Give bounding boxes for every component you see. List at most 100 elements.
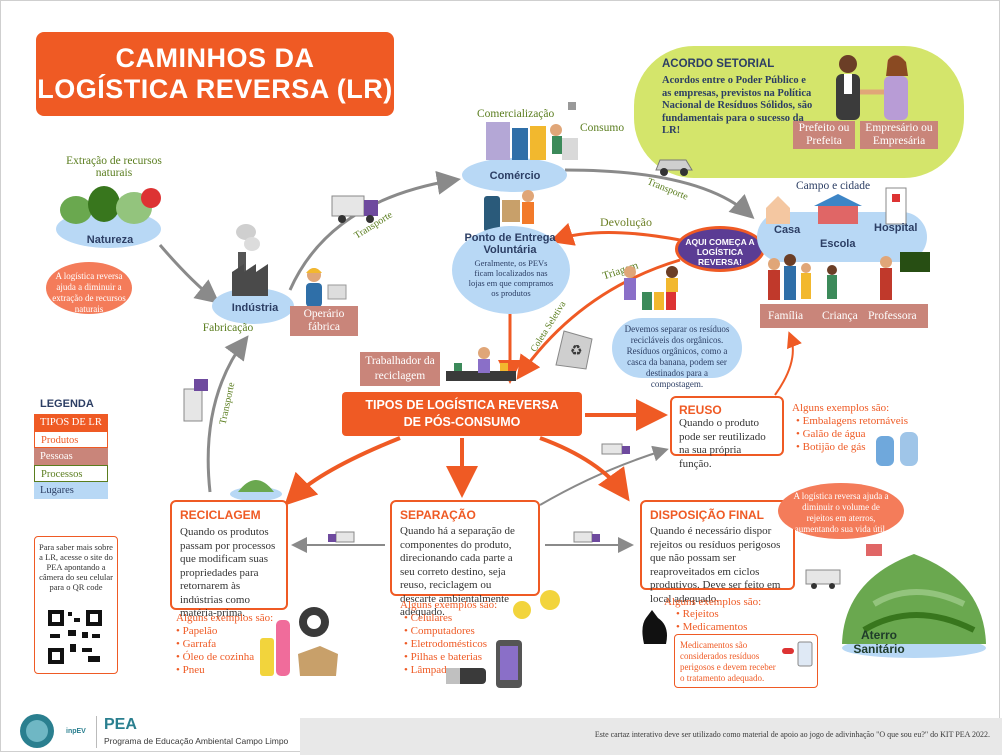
arrow-comercio-casa — [564, 168, 755, 220]
legend-produtos: Produtos — [34, 431, 108, 448]
natureza-bubble: A logística reversa ajuda a diminuir a e… — [46, 262, 132, 314]
crianca-label: Criança — [822, 310, 858, 322]
aterro-label: Aterro Sanitário — [853, 628, 905, 656]
family-tags — [760, 304, 928, 328]
separacao-examples-title: Alguns exemplos são: — [400, 599, 498, 611]
truck-icon-1 — [331, 195, 378, 223]
trash-bag-icon — [642, 610, 667, 644]
reuso-example-1: Embalagens retornáveis — [796, 415, 908, 428]
reuso-example-3: Botijão de gás — [796, 441, 908, 454]
operario-tag: Operário fábrica — [290, 306, 358, 336]
separacao-examples: Celulares Computadores Eletrodomésticos … — [404, 612, 487, 677]
qr-code-icon[interactable] — [46, 608, 104, 666]
trees-icon — [60, 186, 161, 224]
reciclagem-example-3: Óleo de cozinha — [176, 651, 254, 664]
pev-icon — [484, 190, 534, 232]
acordo-text-3: Nacional de Resíduos Sólidos, são — [662, 100, 813, 111]
title-line-2: LOGÍSTICA REVERSA (LR) — [37, 74, 393, 104]
reciclagem-example-1: Papelão — [176, 625, 254, 638]
escola-label: Escola — [820, 238, 856, 250]
reuso-examples-title: Alguns exemplos são: — [792, 402, 890, 414]
professora-label: Professora — [868, 310, 917, 322]
truck-icon-5 — [573, 531, 600, 543]
extracao-label: Extração de recursos naturais — [66, 155, 162, 179]
factory-icon — [232, 224, 268, 296]
legend-title: LEGENDA — [40, 398, 94, 410]
car-icon — [655, 159, 693, 176]
disposicao-examples-title: Alguns exemplos são: — [664, 596, 762, 608]
reuso-text: Quando o produto pode ser reutilizado na… — [679, 417, 766, 470]
pev-text: Geralmente, os PEVs ficam localizados na… — [468, 258, 554, 298]
arrow-tipos-reciclagem — [284, 436, 401, 506]
campo-limpo-logo — [20, 714, 54, 748]
separacao-title: SEPARAÇÃO — [400, 508, 476, 522]
gas-bottles-icon — [876, 432, 918, 466]
reciclagem-example-2: Garrafa — [176, 638, 254, 651]
poster-title: CAMINHOS DA LOGÍSTICA REVERSA (LR) — [36, 32, 394, 116]
reciclagem-icon — [230, 480, 282, 501]
recycling-conveyor-icon — [446, 347, 516, 381]
arrow-reciclagem-industria — [206, 335, 249, 493]
disposicao-box: DISPOSIÇÃO FINAL Quando é necessário dis… — [640, 500, 795, 605]
reuso-title: REUSO — [679, 403, 722, 417]
comercio-label: Comércio — [489, 170, 541, 182]
disposicao-example-2: Medicamentos — [676, 621, 748, 634]
campo-cidade-label: Campo e cidade — [796, 180, 871, 192]
qr-box — [34, 536, 118, 674]
truck-icon-4 — [328, 531, 355, 543]
legend-tipos: TIPOS DE LR — [34, 414, 108, 431]
coleta-truck-icon: ♻ — [555, 330, 593, 370]
footer-divider — [96, 716, 97, 748]
tipos-line-1: TIPOS DE LOGÍSTICA REVERSA — [365, 398, 559, 412]
medicine-icon — [782, 641, 813, 667]
buildings-icon — [766, 187, 907, 225]
disposicao-example-1: Rejeitos — [676, 608, 747, 621]
prefeito-tag: Prefeito ou Prefeita — [793, 121, 855, 149]
shop-icon — [486, 102, 578, 160]
pev-cloud — [452, 226, 570, 314]
separacao-box: SEPARAÇÃO Quando há a separação de compo… — [390, 500, 540, 618]
aqui-comeca-badge: AQUI COMEÇA A LOGÍSTICA REVERSA! — [675, 226, 765, 272]
aterro-bubble: A logística reversa ajuda a diminuir o v… — [778, 483, 904, 539]
footer-bar — [300, 718, 1002, 755]
tipos-line-2: DE PÓS-CONSUMO — [403, 415, 521, 429]
electronics-icon — [446, 590, 560, 688]
separar-bubble: Devemos separar os resíduos recicláveis … — [612, 318, 742, 389]
reciclagem-examples-title: Alguns exemplos são: — [176, 612, 274, 624]
separacao-example-3: Eletrodomésticos — [404, 638, 487, 651]
arrow-coleta — [516, 258, 681, 380]
hospital-label: Hospital — [874, 222, 918, 234]
footer-note: Este cartaz interativo deve ser utilizad… — [594, 730, 990, 739]
reuso-example-2: Galão de água — [796, 428, 908, 441]
empresario-tag: Empresário ou Empresária — [860, 121, 938, 149]
industria-label: Indústria — [231, 302, 279, 314]
separacao-example-4: Pilhas e baterias — [404, 651, 487, 664]
arrow-natureza-industria — [158, 244, 220, 304]
reciclagem-example-4: Pneu — [176, 664, 254, 677]
family-people-icon — [768, 252, 930, 300]
comercio-cloud — [462, 158, 567, 192]
aterro-icon — [805, 544, 986, 658]
fabricacao-label: Fabricação — [202, 322, 254, 334]
handshake-people-icon — [836, 55, 908, 120]
med-note-box — [674, 634, 818, 688]
acordo-setorial-bubble — [634, 46, 964, 178]
devolucao-label: Devolução — [600, 215, 652, 229]
separacao-example-2: Computadores — [404, 625, 487, 638]
acordo-text: Acordos entre o Poder Público e as empre… — [662, 75, 822, 138]
reuso-examples: Embalagens retornáveis Galão de água Bot… — [796, 415, 908, 454]
arrow-industria-comercio — [288, 171, 461, 291]
legend-processos: Processos — [34, 465, 108, 482]
med-note-text: Medicamentos são considerados resíduos p… — [680, 640, 776, 683]
disposicao-title: DISPOSIÇÃO FINAL — [650, 508, 765, 522]
disposicao-text: Quando é necessário dispor rejeitos ou r… — [650, 525, 781, 605]
separacao-example-1: Celulares — [404, 612, 487, 625]
truck-icon-3 — [601, 443, 630, 455]
familia-label: Família — [768, 310, 804, 322]
reciclagem-text: Quando os produtos passam por processos … — [180, 526, 276, 619]
qr-text: Para saber mais sobre a LR, acesse o sit… — [39, 542, 113, 592]
natureza-label: Natureza — [86, 234, 134, 246]
reciclagem-title: RECICLAGEM — [180, 508, 261, 522]
arrow-reuso-familia — [774, 331, 802, 396]
acordo-text-1: Acordos entre o Poder Público e — [662, 75, 806, 86]
